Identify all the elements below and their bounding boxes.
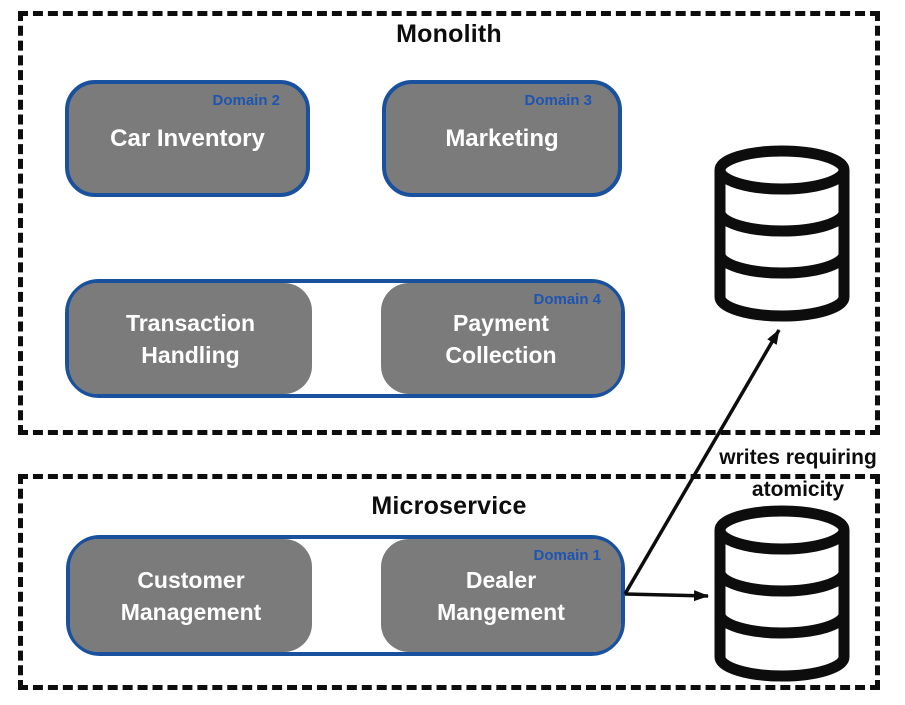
dealer-management-label: Dealer Mangement bbox=[437, 566, 565, 625]
microservice-boundary: Microservice Customer Management Domain … bbox=[18, 474, 880, 690]
microservice-title: Microservice bbox=[371, 492, 527, 520]
monolith-title: Monolith bbox=[396, 20, 502, 48]
domain-4-label: Domain 4 bbox=[533, 291, 601, 308]
dealer-management-box: Domain 1 Dealer Mangement bbox=[381, 539, 621, 652]
transaction-handling-box: Transaction Handling bbox=[69, 283, 312, 394]
marketing-box: Domain 3 Marketing bbox=[382, 80, 622, 197]
writes-atomicity-note: writes requiring atomicity bbox=[719, 446, 877, 501]
car-inventory-box: Domain 2 Car Inventory bbox=[65, 80, 310, 197]
domain-2-label: Domain 2 bbox=[212, 92, 280, 109]
transaction-handling-label: Transaction Handling bbox=[125, 309, 256, 368]
marketing-label: Marketing bbox=[445, 124, 559, 152]
customer-management-label: Customer Management bbox=[120, 566, 262, 625]
domain-1-label: Domain 1 bbox=[533, 547, 601, 564]
payment-collection-box: Domain 4 Payment Collection bbox=[381, 283, 621, 394]
customer-management-box: Customer Management bbox=[70, 539, 312, 652]
domain-1-group-box: Customer Management Domain 1 Dealer Mang… bbox=[66, 535, 625, 656]
database-icon-microservice bbox=[714, 505, 850, 682]
payment-collection-label: Payment Collection bbox=[445, 309, 557, 368]
car-inventory-label: Car Inventory bbox=[110, 124, 265, 152]
database-icon-monolith bbox=[714, 145, 850, 322]
domain-4-group-box: Transaction Handling Domain 4 Payment Co… bbox=[65, 279, 625, 398]
monolith-boundary: Monolith Domain 2 Car Inventory Domain 3… bbox=[18, 11, 880, 435]
domain-3-label: Domain 3 bbox=[524, 92, 592, 109]
